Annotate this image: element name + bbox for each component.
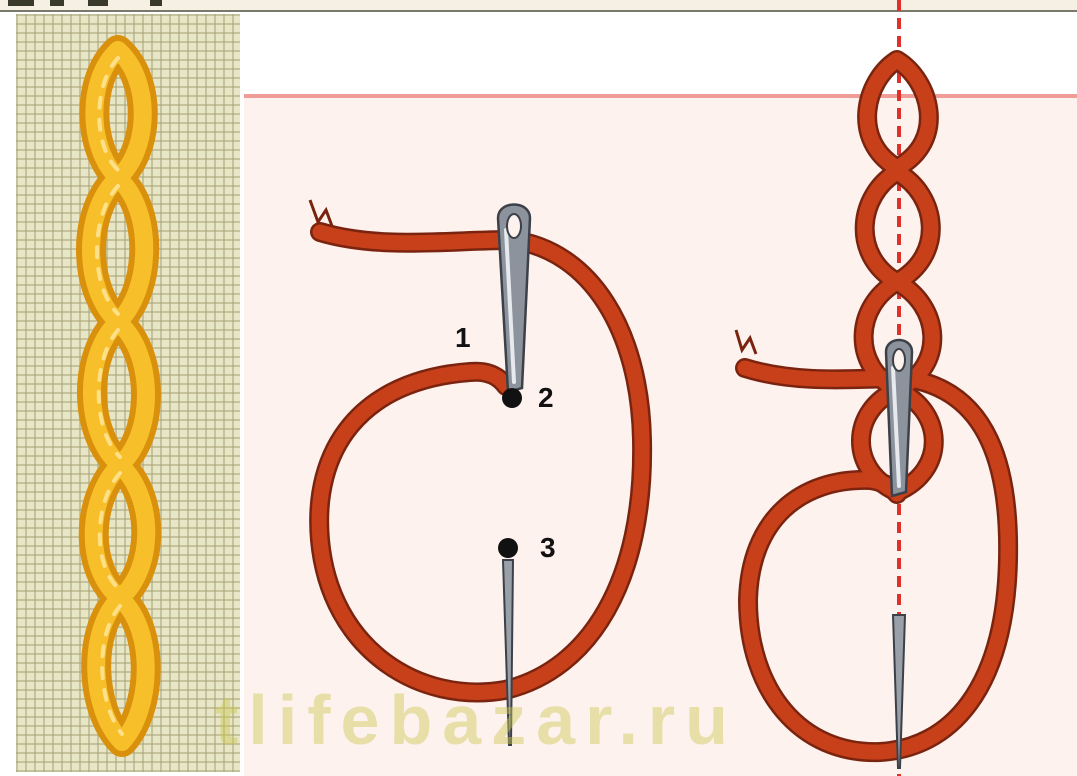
step-label-3: 3 xyxy=(540,532,556,564)
step-label-2: 2 xyxy=(538,382,554,414)
step-label-1: 1 xyxy=(455,322,471,354)
needle-icon xyxy=(886,340,912,496)
watermark: tlifebazar.ru xyxy=(215,680,738,760)
